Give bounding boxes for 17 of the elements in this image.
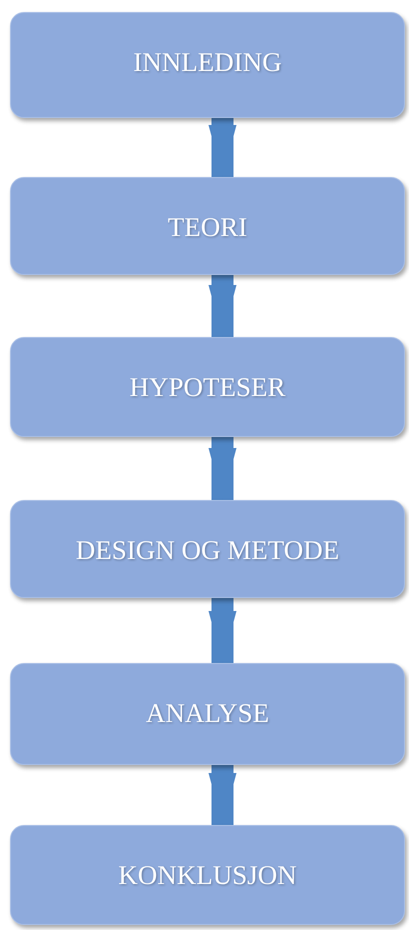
arrow [208, 765, 236, 825]
process-box [10, 12, 405, 118]
arrow [208, 275, 236, 337]
box-label: TEORI [168, 211, 248, 244]
process-box [10, 663, 405, 765]
process-box [10, 337, 405, 437]
process-box [10, 825, 405, 925]
arrow [208, 598, 236, 663]
arrow [208, 437, 236, 500]
arrow [208, 118, 236, 177]
box-label: HYPOTESER [129, 371, 286, 404]
process-box [10, 177, 405, 275]
box-label: DESIGN OG METODE [76, 534, 340, 567]
process-box [10, 500, 405, 598]
box-label: ANALYSE [146, 697, 270, 730]
box-label: INNLEDING [133, 46, 282, 79]
box-label: KONKLUSJON [118, 859, 297, 892]
